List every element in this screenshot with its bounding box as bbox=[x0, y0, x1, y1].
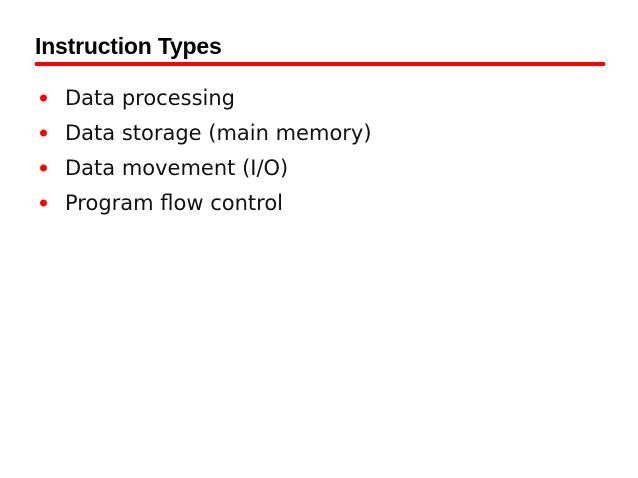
list-item-label: Data processing bbox=[65, 85, 235, 110]
list-item-label: Data movement (I/O) bbox=[65, 155, 289, 180]
list-item: Data movement (I/O) bbox=[35, 150, 615, 185]
bullet-list: Data processing Data storage (main memor… bbox=[35, 80, 615, 220]
list-item-label: Data storage (main memory) bbox=[65, 120, 372, 145]
bullet-dot-icon bbox=[40, 94, 47, 101]
list-item: Program flow control bbox=[35, 185, 615, 220]
list-item: Data processing bbox=[35, 80, 615, 115]
bullet-dot-icon bbox=[40, 164, 47, 171]
bullet-dot-icon bbox=[40, 199, 47, 206]
list-item-label: Program flow control bbox=[65, 190, 283, 215]
list-item: Data storage (main memory) bbox=[35, 115, 615, 150]
title-underline-rule bbox=[35, 62, 605, 66]
page-title: Instruction Types bbox=[35, 33, 222, 59]
bullet-dot-icon bbox=[40, 129, 47, 136]
